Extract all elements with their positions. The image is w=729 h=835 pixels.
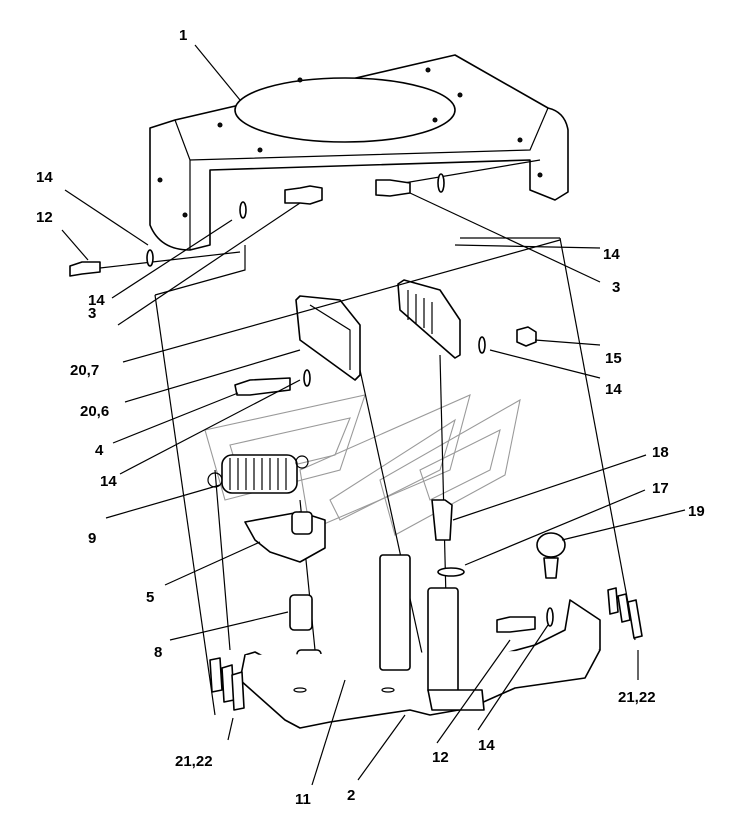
lever-part <box>244 511 326 563</box>
callout-3: 3 <box>88 305 96 322</box>
callout-5: 5 <box>146 589 154 606</box>
callout-20-7: 20,7 <box>70 362 99 379</box>
callout-19: 19 <box>688 503 705 520</box>
callout-8: 8 <box>154 644 162 661</box>
callout-12: 12 <box>432 749 449 766</box>
callout-21-22: 21,22 <box>618 689 656 706</box>
top-bracket-part <box>149 54 569 251</box>
clamp-blocks <box>295 279 461 381</box>
callout-14: 14 <box>603 246 620 263</box>
callout-14: 14 <box>478 737 495 754</box>
callout-15: 15 <box>605 350 622 367</box>
callout-3: 3 <box>612 279 620 296</box>
callout-4: 4 <box>95 442 104 459</box>
callout-labels: 1 14 12 14 3 20,7 20,6 4 14 9 5 8 21,22 … <box>36 27 705 808</box>
callout-17: 17 <box>652 480 669 497</box>
shim-plates-left <box>209 657 245 711</box>
bolts-and-washers <box>69 173 566 633</box>
callout-14: 14 <box>605 381 622 398</box>
callout-9: 9 <box>88 530 96 547</box>
spring-part <box>207 454 309 494</box>
callout-14: 14 <box>88 292 105 309</box>
callout-1: 1 <box>179 27 187 44</box>
base-plate-part <box>239 554 601 729</box>
callout-18: 18 <box>652 444 669 461</box>
callout-12: 12 <box>36 209 53 226</box>
callout-2: 2 <box>347 787 355 804</box>
callout-14: 14 <box>36 169 53 186</box>
callout-11: 11 <box>295 791 311 808</box>
watermark-logo <box>204 394 521 536</box>
callout-20-6: 20,6 <box>80 403 109 420</box>
leader-lines <box>61 44 686 786</box>
shim-plates-right <box>607 587 643 639</box>
callout-21-22: 21,22 <box>175 753 213 770</box>
callout-14: 14 <box>100 473 117 490</box>
